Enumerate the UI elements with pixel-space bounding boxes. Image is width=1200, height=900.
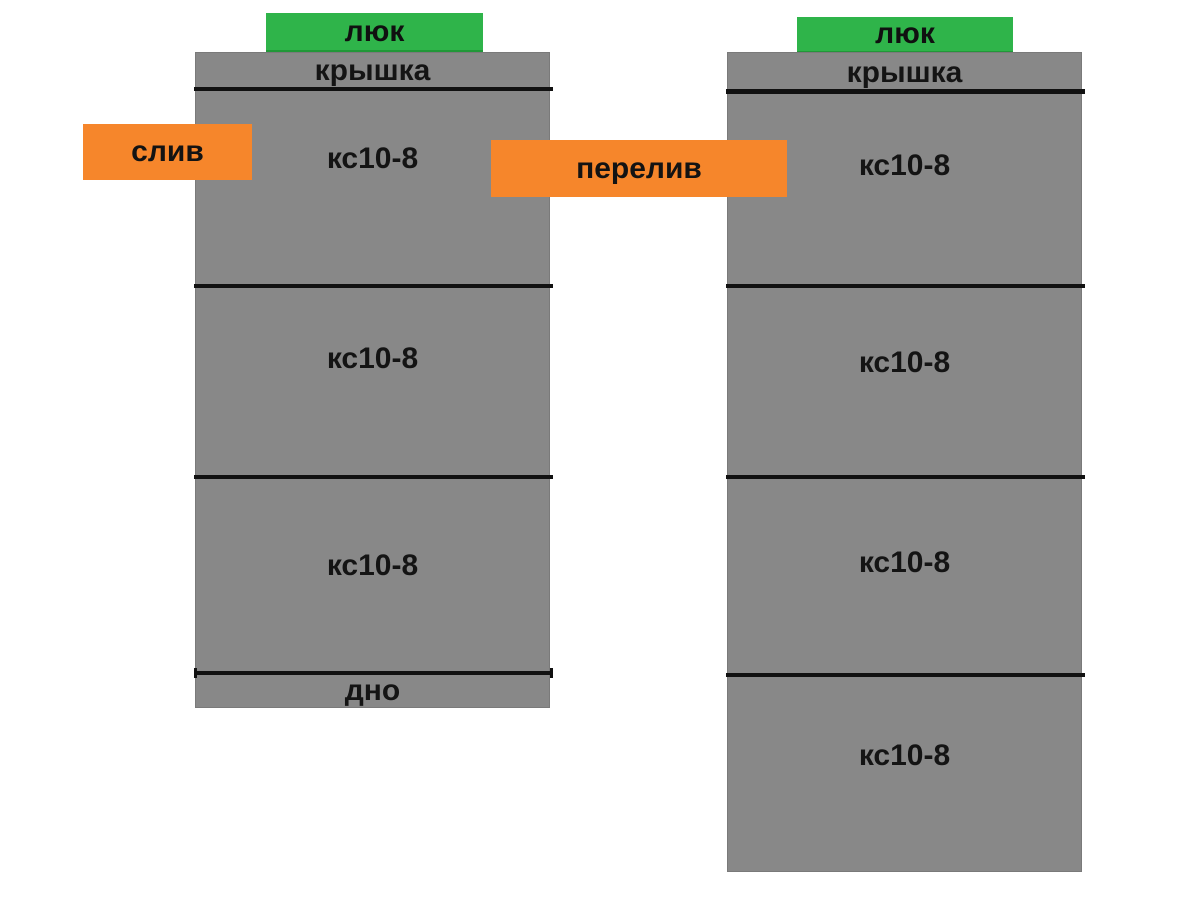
right-ring-joint-line-1 — [726, 284, 1085, 288]
left-ring-joint-line-1 — [194, 284, 553, 288]
left-ring-label-2: кс10-8 — [326, 342, 419, 375]
right-ring-label-4: кс10-8 — [858, 739, 951, 772]
right-cover-label: крышка — [846, 56, 963, 89]
drain-pipe-text: слив — [131, 135, 204, 168]
right-ring-label-1: кс10-8 — [858, 149, 951, 182]
right-ring-label-3: кс10-8 — [858, 546, 951, 579]
drain-pipe-label: слив — [83, 124, 252, 180]
overflow-pipe-text: перелив — [576, 151, 702, 185]
left-ring-label-3: кс10-8 — [326, 549, 419, 582]
left-bottom-line — [194, 668, 553, 678]
left-ring-label-1: кс10-8 — [326, 142, 419, 175]
left-well-column: крышка кс10-8 кс10-8 кс10-8 дно — [194, 52, 553, 708]
right-cover-line — [726, 89, 1085, 94]
left-hatch-badge: люк — [266, 13, 483, 52]
right-ring-label-2: кс10-8 — [858, 346, 951, 379]
left-hatch-label: люк — [344, 14, 405, 48]
left-ring-joint-line-2 — [194, 475, 553, 479]
right-hatch-badge: люк — [797, 17, 1013, 53]
left-cover-label: крышка — [314, 54, 431, 87]
right-ring-joint-line-2 — [726, 475, 1085, 479]
overflow-pipe-label: перелив — [491, 140, 787, 197]
right-hatch-label: люк — [875, 17, 935, 50]
left-cover-line — [194, 87, 553, 91]
right-ring-joint-line-3 — [726, 673, 1085, 677]
left-bottom-label: дно — [344, 674, 401, 707]
